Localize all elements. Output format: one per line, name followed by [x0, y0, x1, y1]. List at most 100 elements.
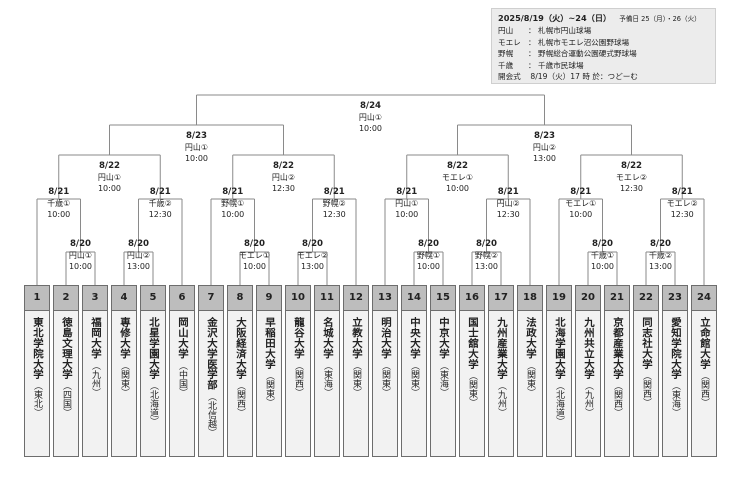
match-venue: 円山① — [97, 173, 122, 182]
venue-value: 野幌総合運動公園硬式野球場 — [538, 49, 637, 59]
match-time: 10:00 — [569, 210, 593, 219]
team-number: 15 — [431, 286, 455, 311]
team-number: 10 — [286, 286, 310, 311]
match-venue: 野幌② — [474, 251, 499, 260]
team-box: 17 九州産業大学（九州） — [488, 285, 514, 457]
team-number: 5 — [141, 286, 165, 311]
venue-row: 開会式 8/19（火）17 時 於：つどーむ — [498, 71, 709, 82]
venue-sep: ： — [528, 26, 536, 36]
team-name: 金沢大学医学部 — [205, 317, 217, 390]
team-conference: （東海） — [322, 360, 332, 397]
match-time: 12:30 — [496, 210, 520, 219]
match-venue: 千歳② — [148, 199, 172, 208]
team-number: 13 — [373, 286, 397, 311]
match-date: 8/20 — [69, 239, 92, 249]
match-date: 8/21 — [671, 187, 693, 197]
team-number: 22 — [634, 286, 658, 311]
team-conference: （関西） — [293, 360, 303, 397]
team-number: 20 — [576, 286, 600, 311]
match-venue: 円山② — [271, 173, 296, 182]
schedule-info-box: 2025/8/19（火）~24（日） 予備日 25（月）・26（火） 円山： 札… — [491, 8, 716, 84]
team-name: 早稲田大学 — [263, 317, 275, 369]
team-name: 専修大学 — [118, 317, 130, 359]
match-venue: 円山② — [532, 143, 557, 152]
match-time: 10:00 — [221, 210, 245, 219]
venue-sep: ： — [528, 37, 536, 47]
match-venue: モエレ① — [238, 251, 271, 260]
match-date: 8/21 — [497, 187, 519, 197]
match-date: 8/21 — [48, 187, 70, 197]
match-venue: 円山① — [395, 199, 419, 208]
team-conference: （関東） — [119, 360, 129, 397]
team-name: 立命館大学 — [698, 317, 710, 369]
match-venue: 円山① — [184, 143, 209, 152]
team-conference: （東海） — [670, 381, 680, 418]
team-number: 8 — [228, 286, 252, 311]
venue-key: モエレ — [498, 37, 521, 47]
venue-row: 円山： 札幌市円山球場 — [498, 25, 709, 36]
team-conference: （関西） — [699, 371, 709, 407]
match-date: 8/20 — [649, 239, 672, 249]
match-venue: 千歳② — [648, 251, 673, 260]
venue-key: 円山 — [498, 26, 514, 36]
match-time: 10:00 — [184, 154, 209, 163]
match-time: 12:30 — [670, 210, 694, 219]
team-name: 九州産業大学 — [495, 317, 507, 380]
team-conference: （東海） — [438, 360, 448, 397]
venue-key: 開会式 — [498, 72, 521, 82]
team-number: 17 — [489, 286, 513, 311]
team-name: 愛知学院大学 — [669, 317, 681, 380]
team-name: 立教大学 — [350, 317, 362, 359]
team-name: 法政大学 — [524, 317, 536, 359]
team-conference: （関東） — [467, 371, 477, 407]
team-conference: （九州） — [90, 360, 100, 397]
match-label-r2-6: 8/21 円山② 12:30 — [478, 186, 538, 220]
venue-key: 千歳 — [498, 60, 514, 70]
match-time: 13:00 — [648, 262, 673, 271]
team-name: 名城大学 — [321, 317, 333, 359]
venue-row: 野幌： 野幌総合運動公園硬式野球場 — [498, 48, 709, 59]
team-number: 4 — [112, 286, 136, 311]
match-date: 8/20 — [417, 239, 440, 249]
team-conference: （九州） — [583, 381, 593, 418]
match-venue: 円山① — [68, 251, 93, 260]
team-number: 18 — [518, 286, 542, 311]
team-name: 徳島文理大学 — [60, 317, 72, 380]
match-time: 10:00 — [242, 262, 267, 271]
team-conference: （九州） — [496, 381, 506, 418]
team-name: 中京大学 — [437, 317, 449, 359]
match-date: 8/20 — [591, 239, 614, 249]
venue-value: 8/19（火）17 時 於：つどーむ — [530, 72, 638, 82]
match-venue: 円山② — [496, 199, 520, 208]
match-venue: 円山② — [126, 251, 151, 260]
team-conference: （関東） — [380, 360, 390, 397]
team-name: 京都産業大学 — [611, 317, 623, 380]
team-number: 14 — [402, 286, 426, 311]
team-name: 東北学院大学 — [31, 317, 43, 380]
match-time: 10:00 — [416, 262, 441, 271]
match-time: 13:00 — [300, 262, 325, 271]
match-time: 10:00 — [47, 210, 71, 219]
team-name: 龍谷大学 — [292, 317, 304, 359]
team-conference: （中国） — [177, 360, 187, 397]
match-venue: モエレ② — [666, 199, 698, 208]
match-date: 8/20 — [301, 239, 324, 249]
match-time: 12:30 — [322, 210, 346, 219]
match-venue: 千歳① — [590, 251, 615, 260]
team-conference: （関東） — [351, 360, 361, 397]
